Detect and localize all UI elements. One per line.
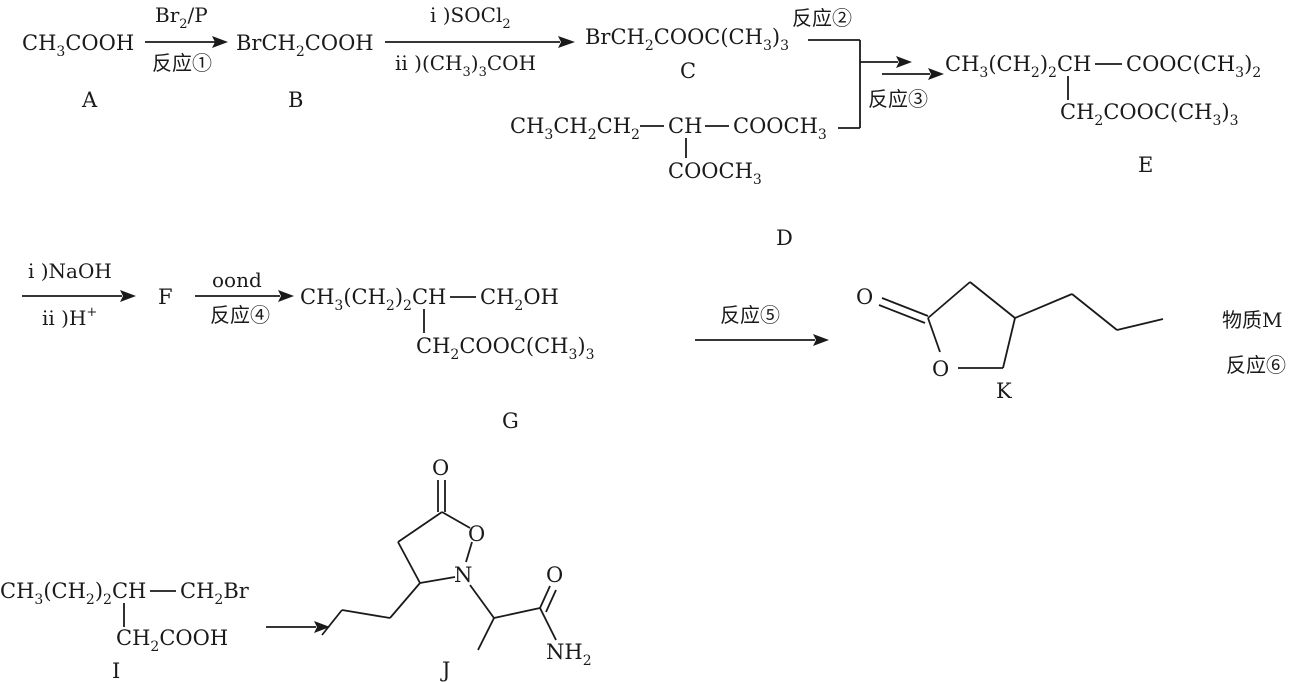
k-bond-propyl-2 [1071, 293, 1118, 331]
compound-e-left: CH3(CH2)2CH [945, 52, 1091, 81]
compound-d-center: CH [668, 114, 702, 138]
reaction-6-label: 反应⑥ [1226, 353, 1286, 377]
k-bond-c2-c3 [969, 281, 1016, 319]
reaction-ef-step-1: i )NaOH [28, 259, 112, 283]
k-bond-c1-c2 [927, 281, 971, 319]
j-bond-amide-double-2 [545, 589, 557, 613]
compound-d-below: COOCH3 [668, 159, 762, 188]
compound-i-below: CH2COOH [116, 626, 228, 655]
j-bond-ca-camide [493, 607, 541, 619]
reaction-bc-step-1: i )SOCl2 [430, 3, 511, 32]
compound-e-below: CH2COOC(CH3)3 [1060, 100, 1239, 129]
k-bond-c3-c4 [1002, 317, 1016, 369]
arrowhead-b-to-c [558, 36, 575, 48]
reaction-4-label: 反应④ [210, 303, 270, 327]
j-bond-propyl-2 [341, 609, 391, 619]
j-bond-n-o [465, 541, 473, 563]
j-bond-c1-c2 [397, 511, 443, 543]
compound-j-nh2: NH2 [546, 640, 592, 669]
j-bond-c2-c3 [397, 541, 421, 584]
reaction-5-label: 反应⑤ [720, 303, 780, 327]
compound-g-left: CH3(CH2)2CH [300, 285, 446, 314]
compound-k-carbonyl-o: O [856, 285, 873, 309]
compound-j-ring-o: O [468, 522, 485, 546]
compound-j-label: J [440, 658, 450, 682]
compound-i-right: CH2Br [180, 579, 250, 608]
arrowhead-reaction-4 [278, 290, 294, 302]
arrowhead-bracket [896, 56, 912, 68]
compound-i-label: I [112, 659, 120, 682]
compound-d-label: D [776, 226, 793, 250]
arrowhead-reaction-3 [928, 68, 944, 80]
j-bond-o-c1 [441, 511, 471, 529]
compound-j-n: N [454, 563, 472, 587]
j-bond-c3-n [419, 576, 456, 584]
compound-d-left: CH3CH2CH2 [510, 114, 640, 143]
compound-g-right: CH2OH [480, 285, 559, 314]
reaction-2-label: 反应② [792, 6, 852, 30]
reaction-1-label: 反应① [152, 51, 212, 75]
compound-j-structure [321, 480, 557, 651]
compound-e-right: COOC(CH3)2 [1126, 52, 1261, 81]
compound-g-below: CH2COOC(CH3)3 [416, 334, 595, 363]
compound-a-label: A [81, 88, 98, 112]
arrowhead-reaction-1 [212, 36, 228, 48]
arrowhead-i-to-j [314, 621, 330, 633]
reaction-4-reagent: oond [212, 268, 262, 292]
j-bond-propyl-3 [321, 609, 343, 636]
reaction-ef-step-2: ii )H+ [42, 305, 97, 330]
compound-e-label: E [1138, 153, 1153, 177]
compound-k-structure [878, 281, 1164, 369]
k-bond-co-double-2 [878, 304, 926, 324]
j-bond-camide-n [539, 607, 557, 641]
compound-k-ring-o: O [932, 357, 949, 381]
compound-d-right: COOCH3 [733, 114, 827, 143]
j-bond-ca-methyl [477, 617, 495, 651]
substance-m-label: 物质M [1222, 308, 1282, 332]
compound-b-label: B [288, 88, 303, 112]
arrowhead-e-to-f [120, 290, 136, 302]
compound-k-label: K [996, 379, 1012, 403]
j-bond-propyl-1 [389, 582, 421, 619]
k-bond-propyl-1 [1014, 293, 1073, 319]
compound-j-carbonyl-o: O [432, 456, 449, 480]
compound-c-label: C [680, 59, 696, 83]
compound-f-label: F [158, 285, 173, 309]
compound-a-formula: CH3COOH [22, 31, 134, 60]
compound-c-formula: BrCH2COOC(CH3)3 [585, 25, 789, 54]
arrowhead-reaction-5 [813, 334, 829, 346]
reaction-3-label: 反应③ [868, 87, 928, 111]
compound-j-amide-o: O [546, 563, 563, 587]
k-bond-co-double-1 [881, 297, 929, 317]
compound-g-label: G [502, 409, 519, 433]
j-bond-n-ca [469, 584, 495, 619]
j-bond-amide-double-1 [539, 585, 551, 609]
k-bond-propyl-3 [1116, 318, 1164, 331]
k-bond-o-c1 [927, 317, 941, 353]
reaction-1-reagent: Br2/P [155, 3, 208, 32]
reaction-bc-step-2: ii )(CH3)3COH [395, 51, 536, 80]
compound-b-formula: BrCH2COOH [236, 31, 374, 60]
